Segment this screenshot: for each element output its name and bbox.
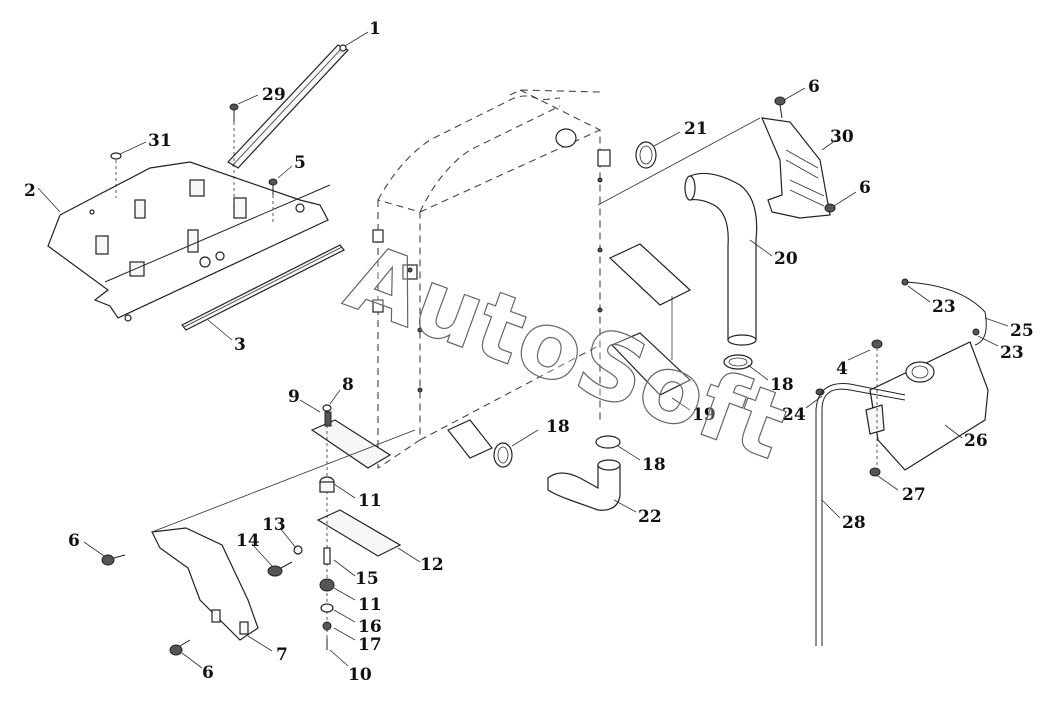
seal-strip-part <box>181 244 345 331</box>
callout-13: 13 <box>262 515 286 535</box>
callout-21: 21 <box>684 119 708 139</box>
callout-3: 3 <box>234 335 246 355</box>
callout-9: 9 <box>288 387 300 407</box>
bolt-27-part <box>869 467 881 477</box>
callout-11-upper: 11 <box>358 491 382 511</box>
bolt-14-part <box>267 561 293 577</box>
callout-22: 22 <box>638 507 662 527</box>
hose-28-part <box>815 383 906 646</box>
overflow-hose-25-part <box>901 278 987 346</box>
washer-31-part <box>110 152 122 198</box>
callout-6-left: 6 <box>68 531 80 551</box>
leader-lines <box>37 31 1009 669</box>
callout-25: 25 <box>1010 321 1034 341</box>
callout-7: 7 <box>276 645 288 665</box>
callout-18-right: 18 <box>642 455 666 475</box>
bolt-6-top-part <box>774 96 786 119</box>
callout-18-left: 18 <box>546 417 570 437</box>
callout-15: 15 <box>355 569 379 589</box>
bolt-6-right-part <box>824 203 836 213</box>
bolt-4-part <box>871 339 883 468</box>
clamp-18-upper-part <box>723 354 753 370</box>
lower-mount-assembly <box>310 404 402 650</box>
clamp-21-part <box>635 141 657 169</box>
bolt-29-part <box>229 103 239 205</box>
bracket-30-part <box>597 117 831 219</box>
callout-10: 10 <box>348 665 372 685</box>
callout-20: 20 <box>774 249 798 269</box>
expansion-tank-26-part <box>865 341 989 471</box>
callout-23-lower: 23 <box>1000 343 1024 363</box>
upper-hose-20-part <box>684 172 758 346</box>
bolt-6-left-part <box>101 554 126 566</box>
callout-12: 12 <box>420 555 444 575</box>
callout-19: 19 <box>692 405 716 425</box>
lower-hose-22-part <box>547 459 621 511</box>
callout-1: 1 <box>369 19 381 39</box>
clamp-18-left-part <box>493 442 513 468</box>
callout-30: 30 <box>830 127 854 147</box>
pipe-stub-part <box>447 419 493 459</box>
bolt-5-part <box>268 178 278 222</box>
callout-2: 2 <box>24 181 36 201</box>
clamp-18-right-part <box>595 435 621 449</box>
mount-bracket-19-part <box>608 243 692 396</box>
bolt-6-bottom-part <box>169 639 191 656</box>
callout-14: 14 <box>236 531 260 551</box>
callout-26: 26 <box>964 431 988 451</box>
callout-5: 5 <box>294 153 306 173</box>
callout-6-bottom: 6 <box>202 663 214 683</box>
callout-labels: 1 2 3 4 5 6 6 6 6 7 8 9 10 11 11 12 13 1… <box>24 19 1034 685</box>
callout-31: 31 <box>148 131 172 151</box>
callout-8: 8 <box>342 375 354 395</box>
callout-4: 4 <box>836 359 848 379</box>
callout-23-upper: 23 <box>932 297 956 317</box>
callout-27: 27 <box>902 485 926 505</box>
callout-6-right: 6 <box>859 178 871 198</box>
callout-16: 16 <box>358 617 382 637</box>
callout-29: 29 <box>262 85 286 105</box>
side-guard-7-part <box>151 429 416 641</box>
radiator-frame-part <box>372 89 611 470</box>
callout-18-upper: 18 <box>770 375 794 395</box>
support-brace-part <box>227 44 349 169</box>
callout-17: 17 <box>358 635 382 655</box>
callout-24: 24 <box>782 405 806 425</box>
callout-11-lower: 11 <box>358 595 382 615</box>
mounting-plate-part <box>47 161 331 322</box>
callout-6-top: 6 <box>808 77 820 97</box>
callout-28: 28 <box>842 513 866 533</box>
